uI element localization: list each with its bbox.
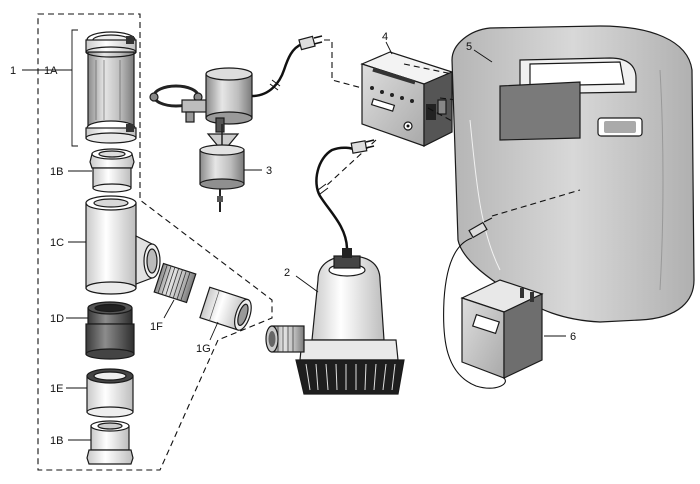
callout-1c: 1C <box>50 237 64 249</box>
float-plug-to-controller <box>324 39 363 89</box>
part-1a-sleeve-with-clamps <box>85 31 137 144</box>
transformer-plug-to-case <box>491 189 581 217</box>
callout-1e: 1E <box>50 383 63 395</box>
part-1e-coupling <box>86 368 134 418</box>
callout-5: 5 <box>466 41 472 53</box>
float-plug <box>298 35 323 51</box>
part-4-controller <box>360 51 454 147</box>
callout-1a: 1A <box>44 65 58 77</box>
callout-1g: 1G <box>196 343 211 355</box>
bracket-1a <box>71 29 78 147</box>
transformer-cord <box>443 237 506 389</box>
part-1f-threaded-nipple <box>153 262 197 304</box>
callout-4: 4 <box>382 31 388 43</box>
part-1b-top-adapter <box>89 148 135 193</box>
part-6-transformer <box>460 279 544 379</box>
callout-1f: 1F <box>150 321 163 333</box>
callout-1d: 1D <box>50 313 64 325</box>
part-1g-coupling <box>199 286 252 331</box>
float-cord <box>251 42 303 98</box>
callout-2: 2 <box>284 267 290 279</box>
leader-1f <box>163 299 175 319</box>
callout-1b-top: 1B <box>50 166 63 178</box>
transformer-plug <box>468 217 493 239</box>
part-3-float-switch <box>149 67 253 212</box>
callout-1b-bottom: 1B <box>50 435 63 447</box>
kit-group-outline <box>37 13 273 471</box>
part-1b-bottom-adapter <box>86 420 134 465</box>
leader-1g <box>209 321 219 341</box>
callout-3: 3 <box>266 165 272 177</box>
callout-1: 1 <box>10 65 16 77</box>
part-1c-tee <box>85 195 161 295</box>
callout-6: 6 <box>570 331 576 343</box>
part-2-pump <box>265 248 405 395</box>
leader-2 <box>295 275 319 293</box>
pump-plug <box>350 139 375 154</box>
leader-4 <box>385 41 393 55</box>
pump-cord <box>315 146 357 249</box>
part-5-battery-case <box>451 25 695 323</box>
part-1d-coupling <box>85 301 135 360</box>
leader-5 <box>473 49 493 63</box>
